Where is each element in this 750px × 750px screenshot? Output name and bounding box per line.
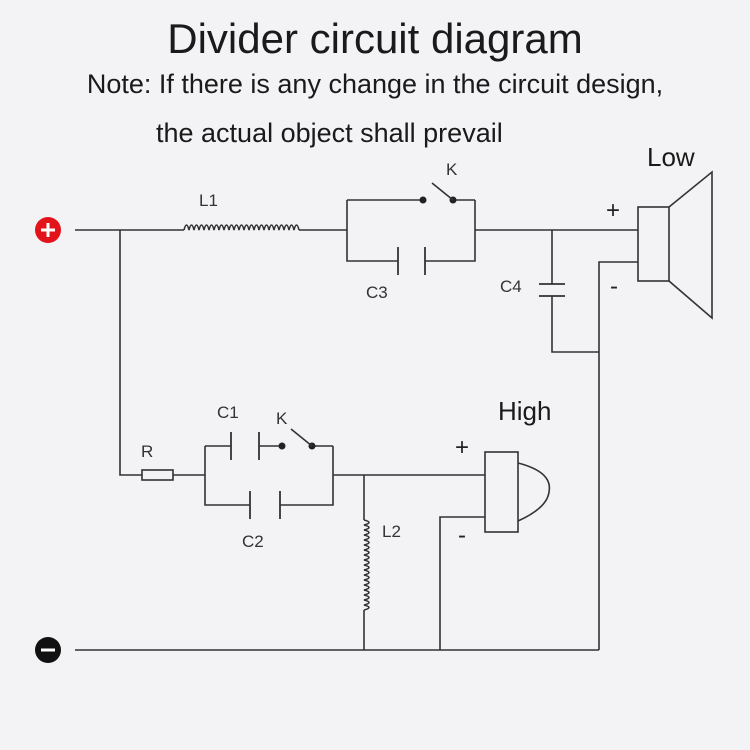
capacitor-c4 bbox=[539, 283, 565, 297]
switch-k-high bbox=[278, 428, 316, 450]
label-low-minus: - bbox=[610, 273, 618, 300]
negative-terminal-icon bbox=[35, 637, 61, 663]
wire-positive-rail bbox=[119, 230, 142, 476]
label-l1: L1 bbox=[199, 191, 218, 210]
page-title: Divider circuit diagram bbox=[167, 15, 583, 62]
positive-terminal-icon bbox=[35, 217, 61, 243]
label-k-low: K bbox=[446, 160, 458, 179]
label-high-minus: - bbox=[458, 522, 466, 549]
label-c4: C4 bbox=[500, 277, 522, 296]
label-low-plus: + bbox=[606, 197, 620, 224]
wire-high-minus bbox=[439, 516, 485, 650]
label-k-high: K bbox=[276, 409, 288, 428]
high-speaker-icon bbox=[484, 451, 551, 533]
label-c3: C3 bbox=[366, 283, 388, 302]
note-line-1: Note: If there is any change in the circ… bbox=[86, 69, 664, 99]
low-speaker-icon bbox=[637, 170, 713, 320]
resistor-r bbox=[141, 469, 174, 481]
label-l2: L2 bbox=[382, 522, 401, 541]
inductor-l2 bbox=[363, 519, 370, 611]
wire-low-minus bbox=[598, 261, 638, 650]
capacitor-c3 bbox=[397, 247, 426, 275]
wire-c1-c2-block bbox=[204, 445, 485, 506]
wire-c3-block bbox=[346, 199, 638, 262]
label-high: High bbox=[498, 396, 551, 426]
capacitor-c1 bbox=[230, 432, 260, 460]
inductor-l1 bbox=[183, 224, 300, 231]
note-line-2: the actual object shall prevail bbox=[156, 118, 503, 148]
label-low: Low bbox=[647, 142, 695, 172]
wire-c4 bbox=[551, 230, 599, 353]
switch-k-low bbox=[419, 182, 457, 204]
label-high-plus: + bbox=[455, 434, 469, 461]
capacitor-c2 bbox=[249, 491, 281, 519]
label-r: R bbox=[141, 442, 153, 461]
label-c2: C2 bbox=[242, 532, 264, 551]
label-c1: C1 bbox=[217, 403, 239, 422]
